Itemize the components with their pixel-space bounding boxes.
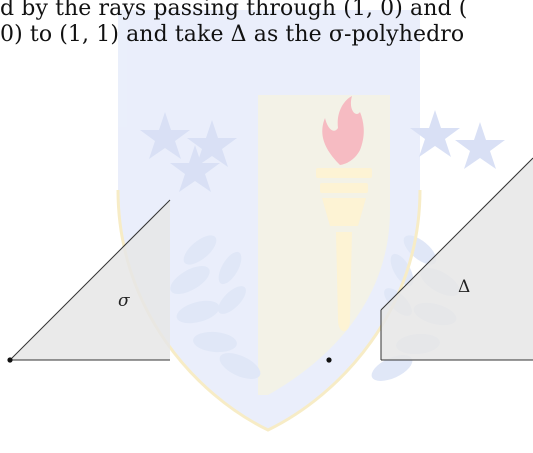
cone-sigma-diagonal-ray bbox=[9, 199, 171, 361]
polyhedron-delta-diagonal-edge bbox=[380, 157, 533, 311]
sigma-label: σ bbox=[118, 291, 130, 311]
paragraph-line-1: d by the rays passing through (1, 0) and… bbox=[0, 0, 468, 21]
cone-sigma-diagram: σ bbox=[7, 199, 171, 363]
polyhedron-delta-region bbox=[381, 158, 533, 360]
delta-label: Δ bbox=[458, 277, 470, 297]
stars-icon bbox=[140, 110, 505, 192]
university-watermark-icon bbox=[116, 10, 505, 432]
paragraph-line-2: 0) to (1, 1) and take Δ as the σ-polyhed… bbox=[0, 22, 465, 47]
polyhedron-delta-diagram: Δ bbox=[326, 157, 533, 363]
origin-point-left bbox=[7, 357, 13, 363]
flame-icon bbox=[322, 96, 364, 165]
torch-icon bbox=[316, 168, 372, 332]
laurel-left-icon bbox=[170, 235, 261, 379]
origin-point-right bbox=[326, 357, 332, 363]
